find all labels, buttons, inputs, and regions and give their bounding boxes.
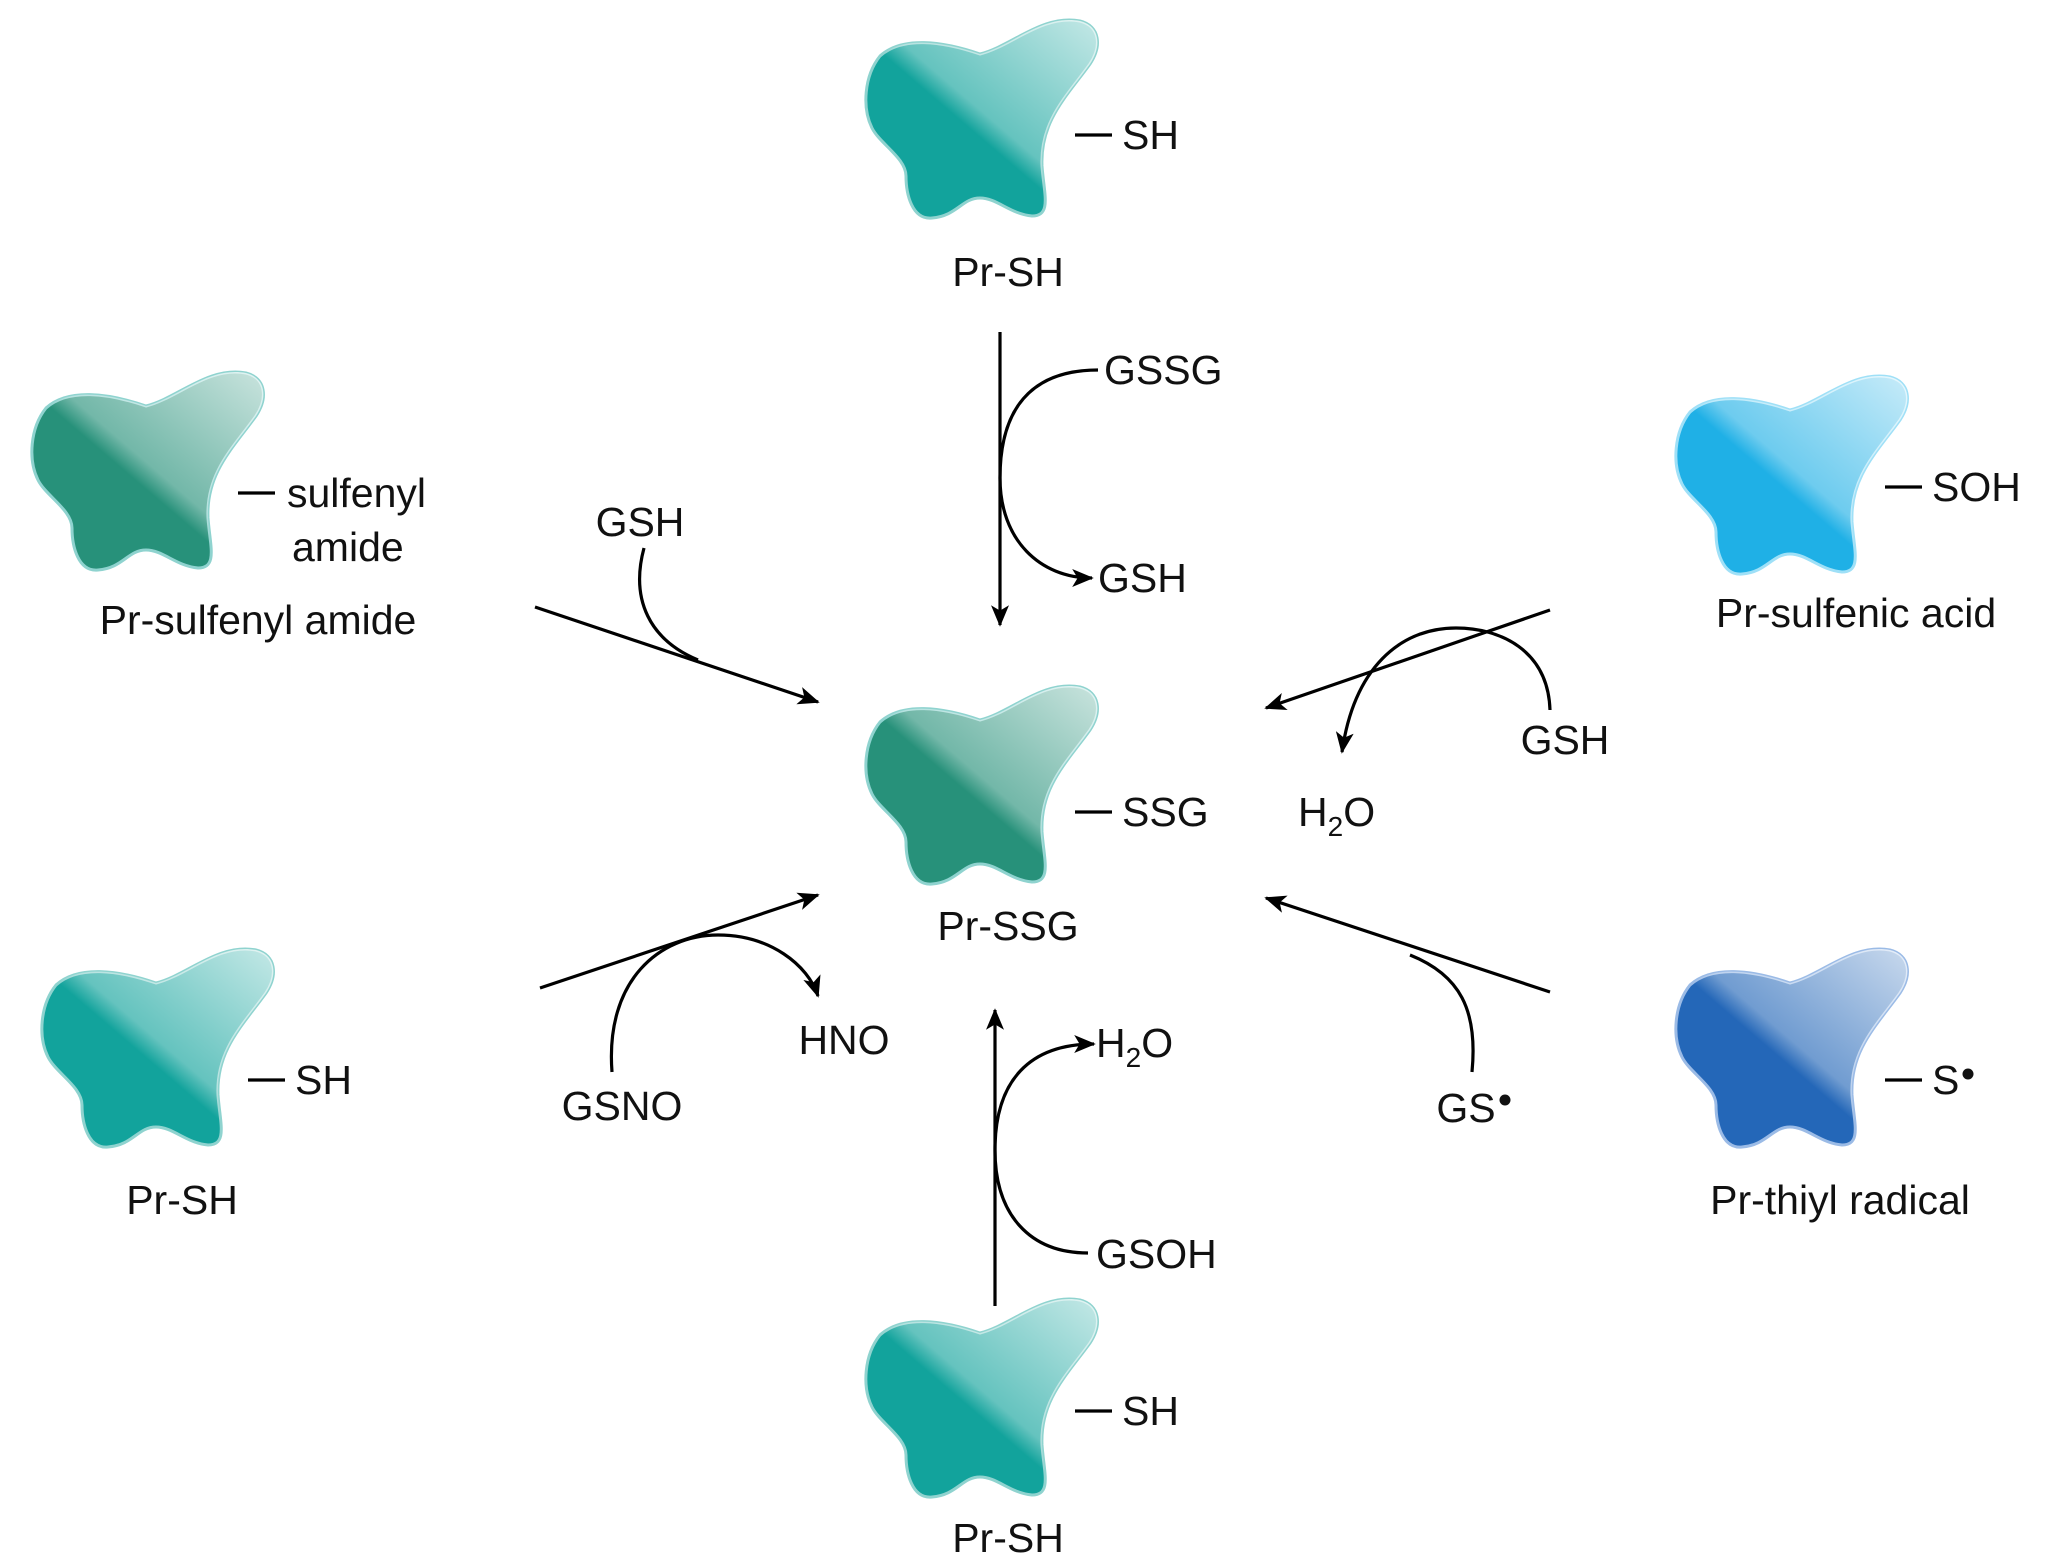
top-protein-name: Pr-SH <box>952 249 1064 295</box>
top-cofactor-curve <box>998 368 1099 587</box>
right-upper-product-label: H2O <box>1298 789 1375 842</box>
top-group-label: SH <box>1122 112 1179 158</box>
protein-right-upper <box>1674 374 1909 576</box>
left-lower-product-label: HNO <box>798 1017 889 1063</box>
protein-center <box>864 684 1099 886</box>
protein-right-lower <box>1674 947 1909 1149</box>
center-protein-name: Pr-SSG <box>937 903 1078 949</box>
top-product-label: GSH <box>1098 555 1187 601</box>
protein-left-lower <box>40 947 275 1149</box>
right-upper-cofactor-curve <box>1335 626 1552 754</box>
bottom-group-label: SH <box>1122 1388 1179 1434</box>
left-lower-protein-name: Pr-SH <box>126 1177 238 1223</box>
right-lower-group-label: S <box>1932 1057 1959 1103</box>
left-lower-cofactor-curve <box>609 933 821 1073</box>
bottom-cofactor-curve <box>993 1035 1096 1255</box>
left-upper-group-label-line1: sulfenyl <box>287 470 426 516</box>
right-lower-radical-dot <box>1962 1068 1974 1080</box>
bottom-reactant-label: GSOH <box>1096 1231 1217 1277</box>
right-lower-protein-name: Pr-thiyl radical <box>1710 1177 1970 1223</box>
left-upper-cofactor-curve <box>638 547 699 662</box>
left-upper-group-label-line2: amide <box>292 524 404 570</box>
right-upper-group-label: SOH <box>1932 464 2021 510</box>
right-upper-protein-name: Pr-sulfenic acid <box>1716 590 1996 636</box>
left-lower-reactant-label: GSNO <box>562 1083 683 1129</box>
left-lower-group-label: SH <box>295 1057 352 1103</box>
top-reactant-label: GSSG <box>1104 347 1222 393</box>
left-upper-reaction-arrow <box>534 605 820 705</box>
protein-left-upper <box>30 370 265 572</box>
protein-top <box>864 18 1099 220</box>
right-lower-reactant-radical-dot <box>1499 1094 1511 1106</box>
right-lower-reactant-label: GS <box>1436 1085 1495 1131</box>
bottom-protein-name: Pr-SH <box>952 1515 1064 1561</box>
left-upper-protein-name: Pr-sulfenyl amide <box>100 597 417 643</box>
bottom-product-label: H2O <box>1096 1020 1173 1073</box>
right-upper-reaction-arrow <box>1264 608 1551 711</box>
center-group-label: SSG <box>1122 789 1209 835</box>
protein-bottom <box>864 1297 1099 1499</box>
left-upper-reactant-label: GSH <box>596 499 685 545</box>
right-lower-cofactor-curve <box>1409 953 1475 1073</box>
right-upper-reactant-label: GSH <box>1521 717 1610 763</box>
right-lower-reaction-arrow <box>1264 895 1551 994</box>
